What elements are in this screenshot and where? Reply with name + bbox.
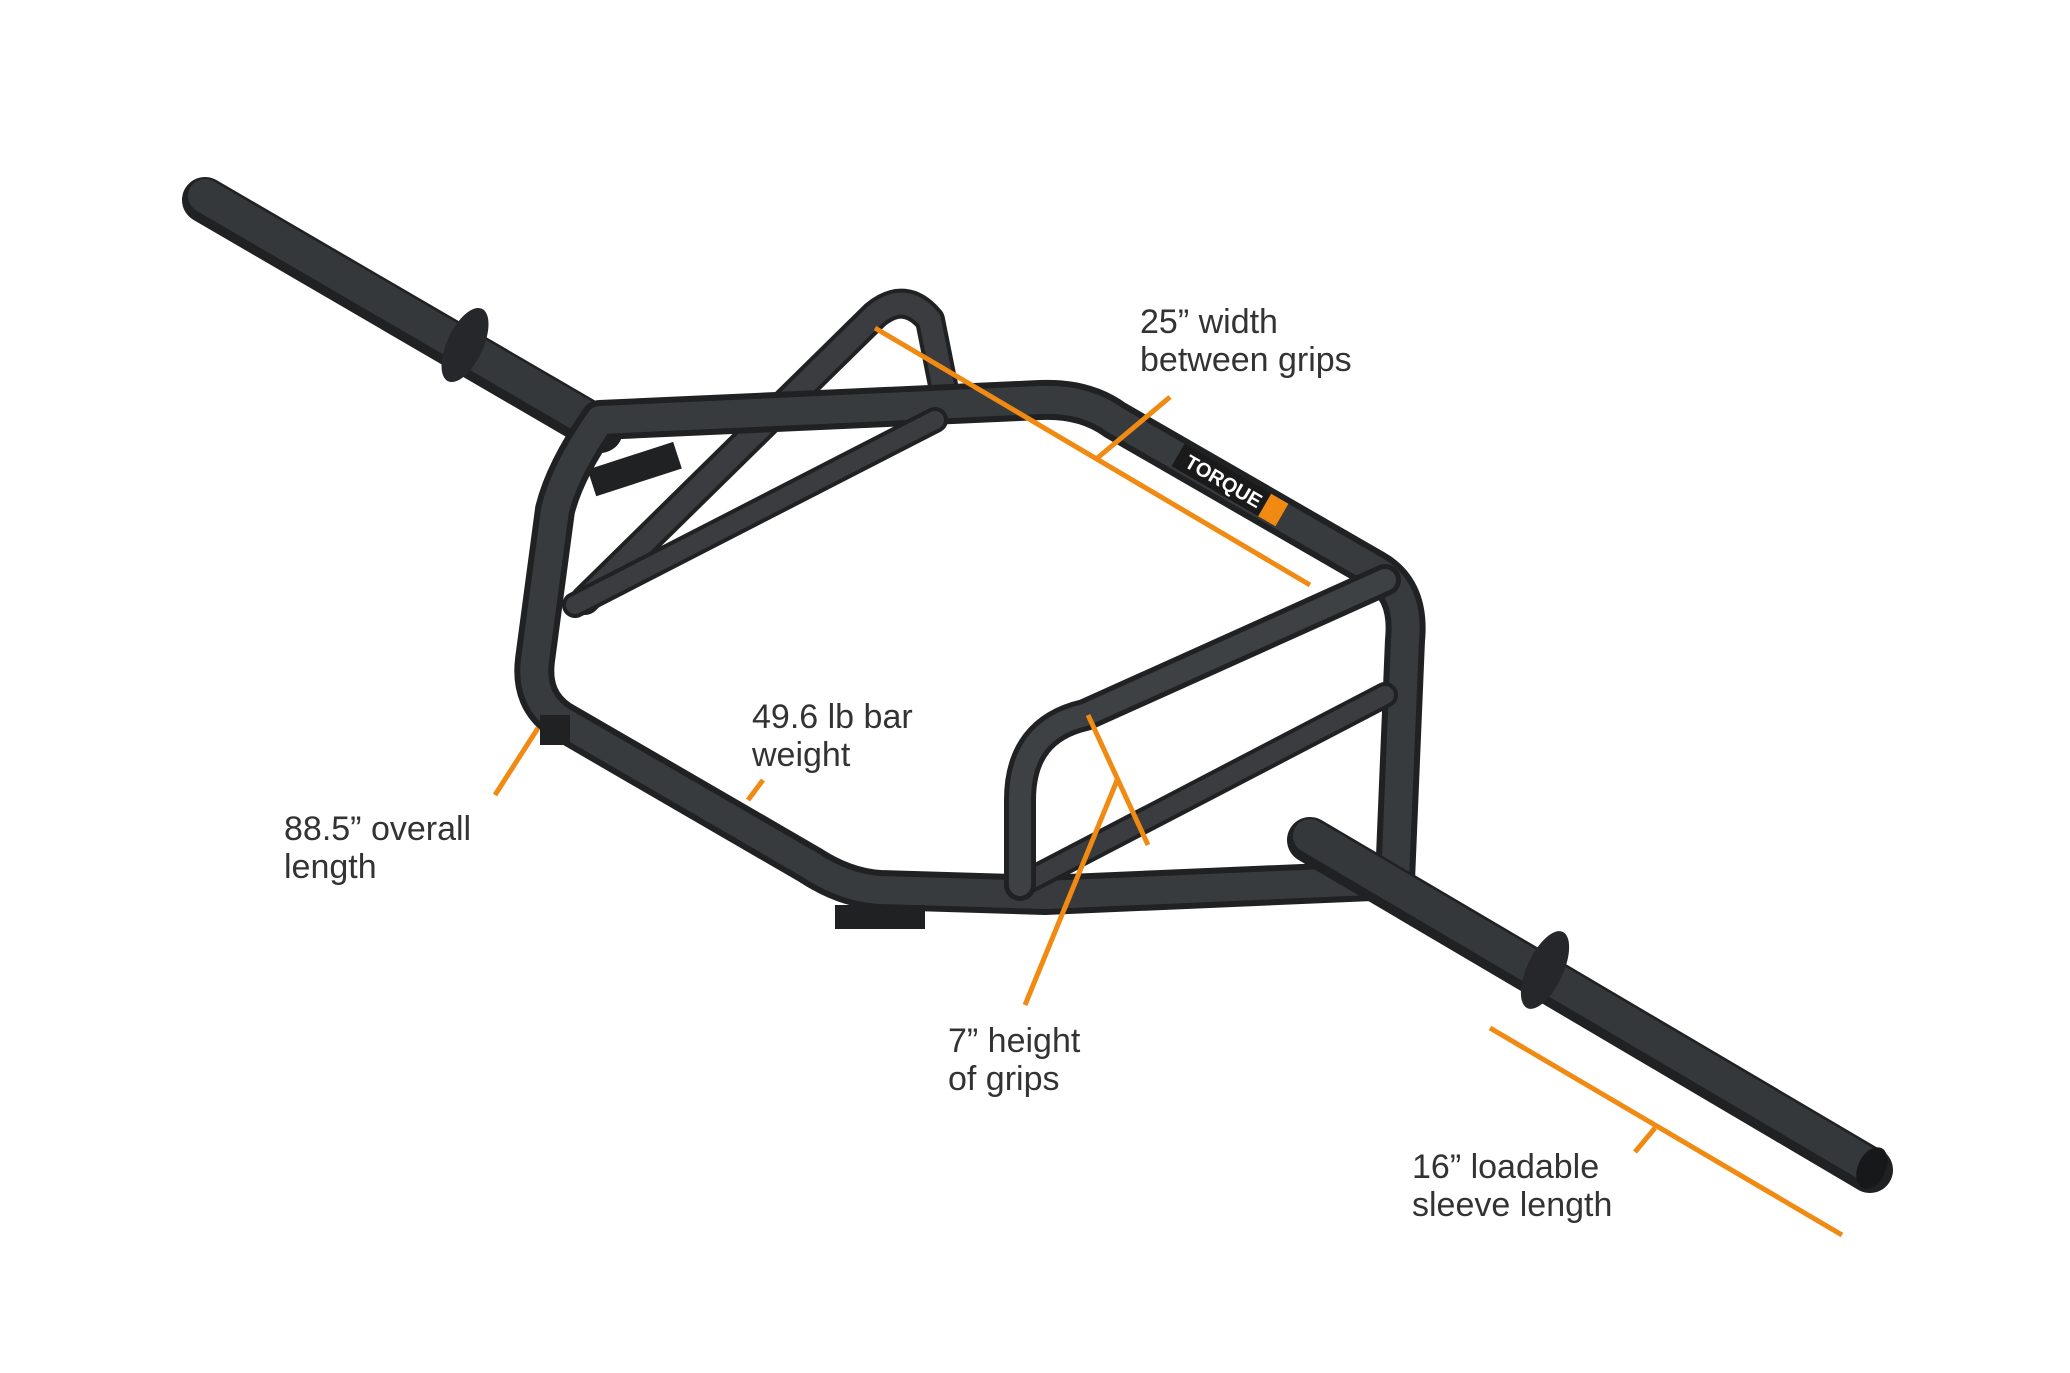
front-foot bbox=[835, 905, 925, 929]
label-grip-height: 7” height of grips bbox=[948, 1022, 1081, 1098]
left-foot bbox=[587, 441, 682, 497]
callout-width-tick bbox=[1093, 395, 1172, 462]
side-foot bbox=[540, 715, 570, 745]
label-sleeve-length: 16” loadable sleeve length bbox=[1412, 1148, 1613, 1224]
hex-frame bbox=[514, 379, 1426, 915]
callout-sleeve-line bbox=[1488, 1025, 1844, 1238]
right-sleeve bbox=[1287, 817, 1893, 1193]
sleeve-end-cap bbox=[1856, 1147, 1888, 1189]
callout-weight-tick bbox=[746, 778, 765, 802]
label-bar-weight: 49.6 lb bar weight bbox=[752, 698, 913, 774]
back-grip-handle bbox=[570, 288, 960, 615]
callout-sleeve-tick bbox=[1633, 1126, 1657, 1154]
right-sleeve-collar bbox=[1520, 931, 1570, 1009]
left-sleeve-collar bbox=[441, 307, 489, 383]
left-sleeve bbox=[182, 177, 623, 453]
callout-lines bbox=[492, 325, 1844, 1238]
label-width-between-grips: 25” width between grips bbox=[1140, 303, 1352, 379]
callout-length-line bbox=[492, 726, 541, 797]
front-grip-handle bbox=[1004, 564, 1401, 901]
callout-width-line bbox=[873, 325, 1312, 588]
callout-height-leader bbox=[1022, 777, 1121, 1006]
label-overall-length: 88.5” overall length bbox=[284, 810, 472, 886]
